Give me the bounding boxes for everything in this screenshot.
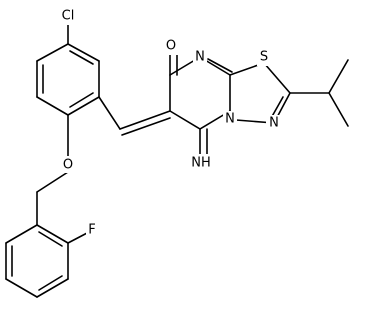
atom-label: O — [63, 158, 73, 173]
atom-nh: NH — [189, 154, 213, 171]
atom-labels: Cl O N S N N NH O — [58, 8, 280, 239]
atom-label: N — [195, 50, 205, 65]
atom-label: O — [166, 39, 176, 54]
bonds — [5, 24, 349, 298]
atom-label: F — [88, 223, 95, 238]
atom-o-keto: O — [164, 38, 178, 55]
atom-label: N — [269, 116, 279, 131]
atom-label: NH — [191, 156, 211, 171]
atom-s: S — [257, 49, 271, 66]
atom-label: S — [260, 50, 268, 65]
atom-label: Cl — [62, 9, 75, 24]
atom-cl: Cl — [58, 8, 79, 25]
atom-n-low: N — [266, 115, 280, 132]
atom-label: N — [225, 112, 235, 127]
atom-o-ether: O — [61, 156, 75, 173]
atom-f: F — [86, 222, 99, 239]
atom-n-top: N — [193, 48, 207, 65]
atom-n-bridge: N — [223, 111, 237, 128]
